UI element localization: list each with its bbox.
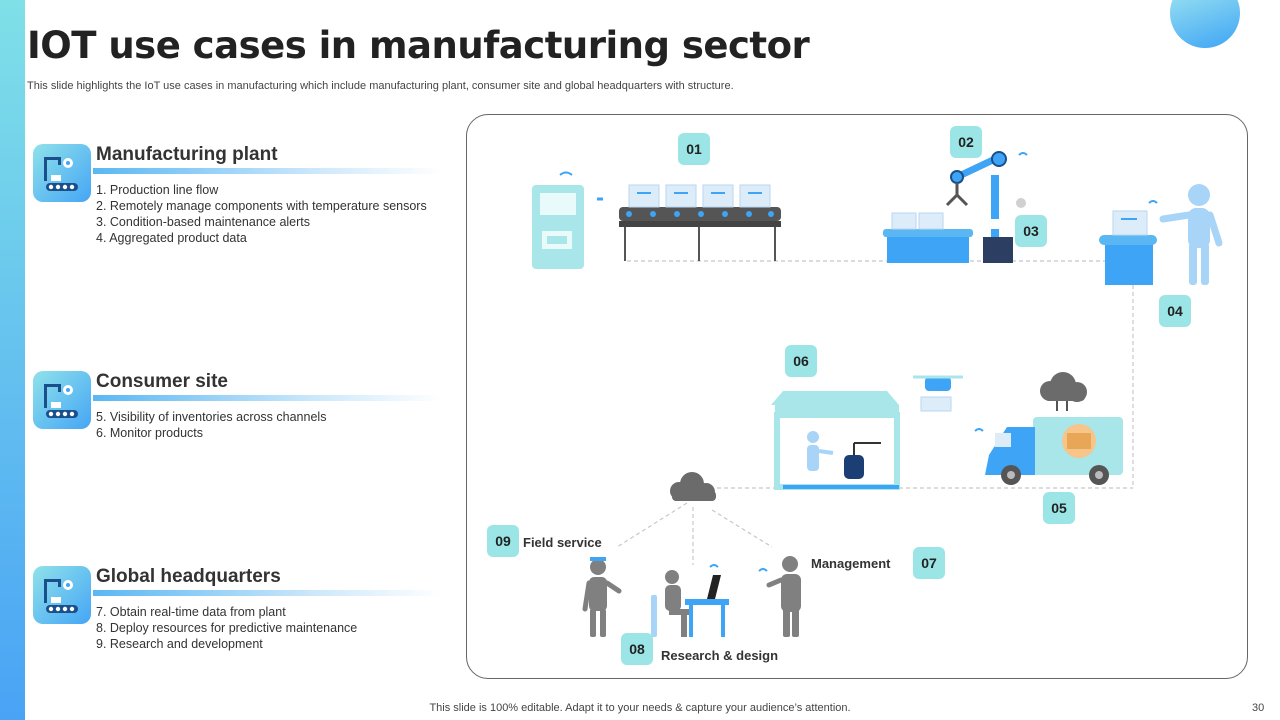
robot-arm-icon	[883, 151, 1028, 263]
section-list: 7. Obtain real-time data from plant 8. D…	[96, 604, 357, 652]
label-management: Management	[811, 556, 891, 571]
page-title: IOT use cases in manufacturing sector	[27, 24, 810, 67]
badge-08: 08	[621, 633, 653, 665]
badge-07: 07	[913, 547, 945, 579]
manager-icon	[758, 556, 801, 637]
diagram-scene	[532, 151, 1223, 637]
list-item: 5. Visibility of inventories across chan…	[96, 410, 327, 424]
label-research-design: Research & design	[661, 648, 779, 663]
list-item: 8. Deploy resources for predictive maint…	[96, 621, 358, 635]
inspection-station-icon	[1099, 184, 1223, 285]
page-subtitle: This slide highlights the IoT use cases …	[27, 80, 734, 92]
badge-06: 06	[785, 345, 817, 377]
conveyor-belt-icon	[619, 184, 781, 261]
section-title: Consumer site	[96, 371, 228, 392]
left-accent-bar	[0, 0, 25, 720]
section-divider	[93, 590, 443, 596]
badge-05: 05	[1043, 492, 1075, 524]
connector-lines	[616, 260, 1134, 565]
section-list: 5. Visibility of inventories across chan…	[96, 409, 326, 441]
list-item: 2. Remotely manage components with tempe…	[96, 199, 427, 213]
kiosk-machine-icon	[532, 171, 603, 269]
warehouse-icon	[771, 391, 900, 490]
section-title: Global headquarters	[96, 566, 281, 587]
badge-02: 02	[950, 126, 982, 158]
badge-09: 09	[487, 525, 519, 557]
footer-note: This slide is 100% editable. Adapt it to…	[429, 702, 851, 714]
list-item: 9. Research and development	[96, 637, 263, 651]
list-item: 1. Production line flow	[96, 183, 219, 197]
iot-diagram: 01 02 03 04 05 06 07 08 09 Field service…	[466, 114, 1248, 679]
drone-icon	[913, 375, 963, 412]
list-item: 3. Condition-based maintenance alerts	[96, 215, 311, 229]
page-number: 30	[1252, 702, 1265, 714]
badge-01: 01	[678, 133, 710, 165]
robot-arm-conveyor-icon	[33, 144, 91, 202]
cloud-icon	[670, 472, 716, 501]
badge-04: 04	[1159, 295, 1191, 327]
section-list: 1. Production line flow 2. Remotely mana…	[96, 182, 427, 246]
robot-arm-conveyor-icon	[33, 371, 91, 429]
label-field-service: Field service	[523, 535, 602, 550]
researcher-desk-icon	[651, 564, 729, 637]
list-item: 6. Monitor products	[96, 426, 203, 440]
field-worker-icon	[582, 557, 622, 637]
list-item: 4. Aggregated product data	[96, 231, 247, 245]
section-divider	[93, 395, 443, 401]
section-divider	[93, 168, 443, 174]
list-item: 7. Obtain real-time data from plant	[96, 605, 286, 619]
decorative-circle	[1170, 0, 1240, 48]
delivery-truck-icon	[974, 372, 1123, 485]
robot-arm-conveyor-icon	[33, 566, 91, 624]
section-title: Manufacturing plant	[96, 144, 278, 165]
badge-03: 03	[1015, 215, 1047, 247]
